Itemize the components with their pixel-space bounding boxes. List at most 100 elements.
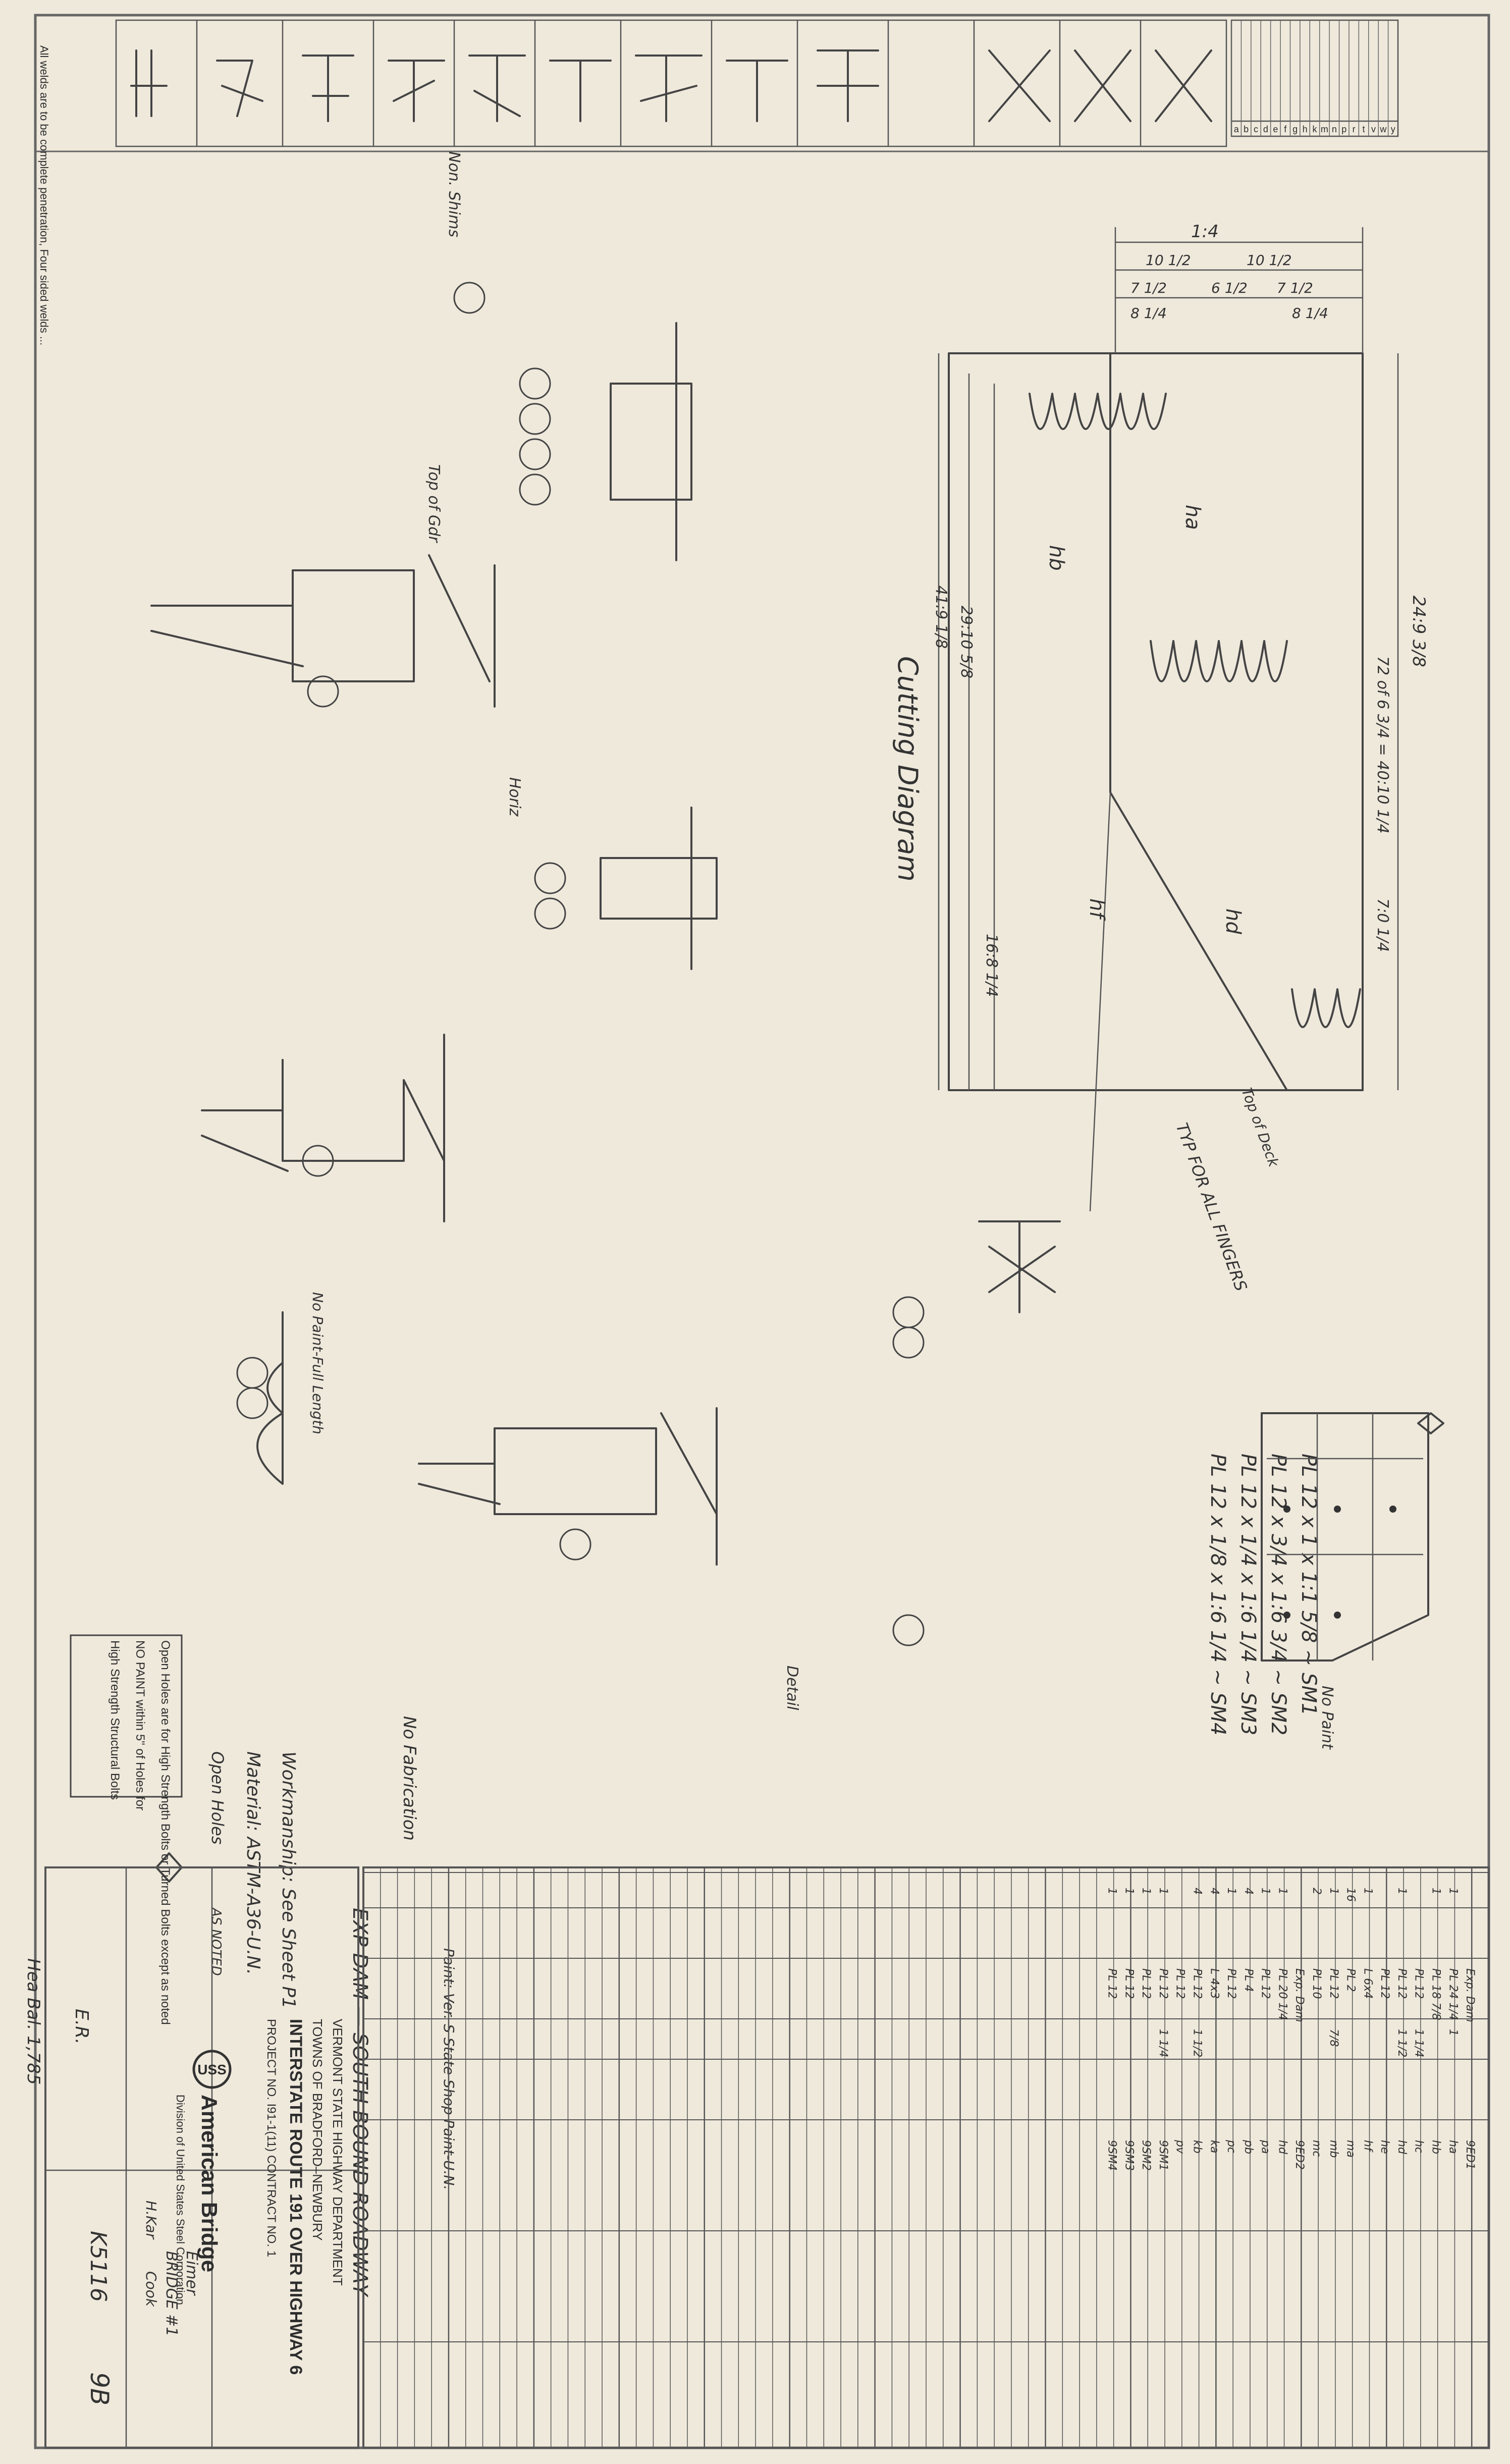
top-of-girder-1: Top of Gdr (425, 464, 443, 543)
mark-hd: hd (1221, 908, 1245, 934)
bom-cell: kb (1191, 2140, 1203, 2154)
bom-cell: hd (1276, 2140, 1288, 2155)
bom-cell: hb (1430, 2140, 1442, 2154)
bom-cell: 1 (1276, 1888, 1288, 1895)
bom-cell: 9ED2 (1293, 2140, 1306, 2170)
bom-cell: PL 10 (1310, 1968, 1323, 1999)
grid-letter: v (1371, 124, 1376, 134)
material-note: Material: ASTM-A36-U.N. (243, 1751, 263, 1975)
dim-3: 7 1/2 (1130, 280, 1167, 296)
bom-cell: 9ED1 (1464, 2140, 1476, 2170)
erector-name: Eimer (183, 2251, 200, 2296)
detail-a-label: Detail (783, 1666, 801, 1710)
bom-cell: ka (1208, 2140, 1220, 2153)
bom-cell: 1 (1259, 1888, 1272, 1895)
plate-4: PL 12 x 1/8 x 1:6 1/4 ~ SM4 (1206, 1454, 1229, 1735)
bom-cell: PL 24 1/4 (1446, 1968, 1459, 2020)
bom-cell: hf (1361, 2140, 1374, 2153)
bom-cell: 1 (1122, 1888, 1135, 1895)
plate-1: PL 12 x 1 x 1:1 5/8 ~ SM1 (1297, 1454, 1320, 1716)
no-fabrication-note: No Fabrication (399, 1716, 419, 1841)
bom-cell: Exp. Dam (1464, 1968, 1476, 2022)
company-name: American Bridge (197, 2095, 222, 2272)
bom-cell: L 4x3 (1208, 1968, 1220, 1999)
bom-cell: 4 (1191, 1888, 1203, 1895)
bom-cell: 1 (1446, 2029, 1459, 2036)
bom-cell: 1 (1106, 1888, 1118, 1895)
grid-letter: f (1284, 124, 1287, 134)
grid-letter: p (1341, 124, 1346, 134)
dim-6: 8 1/4 (1130, 305, 1167, 322)
exp-dam-title: EXP DAM — SOUTH BOUND ROADWAY (348, 1908, 371, 2298)
bom-cell: pb (1242, 2139, 1255, 2154)
bom-cell: 1 (1361, 1888, 1374, 1895)
bom-cell: 1 1/4 (1157, 2029, 1169, 2057)
sheet-number: 9B (85, 2372, 114, 2405)
workmanship-note: Workmanship: See Sheet P1 (278, 1751, 299, 2009)
weld-symbol-strip: All welds are to be complete penetration… (38, 19, 1399, 345)
dim-left-low: 16:8 1/4 (983, 934, 1000, 997)
sheet-border (34, 14, 1490, 2449)
company-division: Division of United States Steel Corporat… (174, 2095, 187, 2305)
dim-1: 10 1/2 (1146, 252, 1191, 269)
bom-cell: 1 (1140, 1888, 1152, 1895)
bom-cell: 1 (1225, 1888, 1237, 1895)
bolt-note-3: High Strength Structural Bolts (108, 1640, 122, 1800)
checker-name: Cook (143, 2271, 159, 2308)
dim-7: 8 1/4 (1292, 305, 1328, 322)
bom-cell: ha (1446, 2140, 1459, 2154)
bom-cell: PL 12 (1225, 1968, 1237, 1999)
mark-hb: hb (1045, 545, 1068, 571)
dim-2: 10 1/2 (1247, 252, 1292, 269)
bom-cell: PL 12 (1122, 1968, 1135, 1999)
plate-detail: No Paint (1261, 1412, 1444, 1750)
bom-cell: ma (1344, 2140, 1357, 2158)
grid-letter: t (1363, 124, 1365, 134)
bom-cell: PL 2 (1344, 1968, 1357, 1992)
bom-cell: 1 (1446, 1888, 1459, 1895)
dim-height: 24:9 3/8 (1409, 596, 1429, 667)
bom-cell: 4 (1242, 1888, 1255, 1895)
section-details: Non. Shims Top of Gdr Horiz Detail No Pa… (150, 151, 1061, 1710)
bolt-note-box (70, 1634, 183, 1798)
bom-cell: 16 (1344, 1888, 1357, 1902)
horiz-1: Horiz (506, 777, 523, 817)
bom-cell: 1 1/2 (1395, 2029, 1408, 2057)
bom-cell: 1 1/4 (1413, 2029, 1425, 2057)
plate-3: PL 12 x 1/4 x 1:6 1/4 ~ SM3 (1236, 1454, 1260, 1735)
project-number: PROJECT NO. I91-1(11) CONTRACT NO. 1 (264, 2019, 278, 2257)
bom-cell: 1 (1430, 1888, 1442, 1895)
bom-cell: pc (1225, 2139, 1237, 2153)
grid-letter: y (1391, 124, 1395, 134)
bom-cell: hc (1413, 2140, 1425, 2153)
cutting-diagram-title: Cutting Diagram (892, 656, 924, 882)
no-paint-full-note: No Paint-Full Length (309, 1292, 326, 1434)
project-state: VERMONT STATE HIGHWAY DEPARTMENT (330, 2019, 345, 2286)
cutting-diagram: 1:4 10 1/2 10 1/2 7 1/2 6 1/2 7 1/2 8 1/… (892, 222, 1429, 1294)
bom-cell: 1 1/2 (1191, 2029, 1203, 2057)
grid-letter: a (1234, 124, 1239, 134)
bom-cell: L 6x4 (1361, 1968, 1374, 1999)
bom-cell: 2 (1310, 1888, 1323, 1895)
bill-of-materials: Exp. Dam 9ED1 1 PL 24 1/4 1 ha 1 PL 18 7/8 hb PL … (362, 1866, 1490, 2449)
bom-cell: pa (1259, 2139, 1272, 2154)
dim-overall-width: 1:4 (1191, 222, 1219, 242)
mark-ha: ha (1181, 505, 1204, 530)
bom-cell: PL 12 (1259, 1968, 1272, 1999)
top-of-deck-note: Top of Deck (1238, 1086, 1282, 1170)
plate-2: PL 12 x 3/4 x 1:6 3/4 ~ SM2 (1267, 1454, 1290, 1735)
dim-lower: 7:0 1/4 (1374, 898, 1391, 952)
bom-cell: PL 18 7/8 (1430, 1968, 1442, 2020)
non-shims-1: Non. Shims (445, 151, 463, 237)
bom-cell: PL 12 (1157, 1968, 1169, 1999)
bom-cell: PL 12 (1140, 1968, 1152, 1999)
as-noted-note: AS NOTED (208, 1907, 224, 1976)
bom-cell: hd (1395, 2140, 1408, 2155)
bom-cell: PL 12 (1327, 1968, 1340, 1999)
bom-cell: 9SM2 (1140, 2140, 1152, 2171)
project-towns: TOWNS OF BRADFORD–NEWBURY (310, 2019, 325, 2241)
grid-letter: r (1353, 124, 1356, 134)
bom-cell: mb (1327, 2140, 1340, 2158)
